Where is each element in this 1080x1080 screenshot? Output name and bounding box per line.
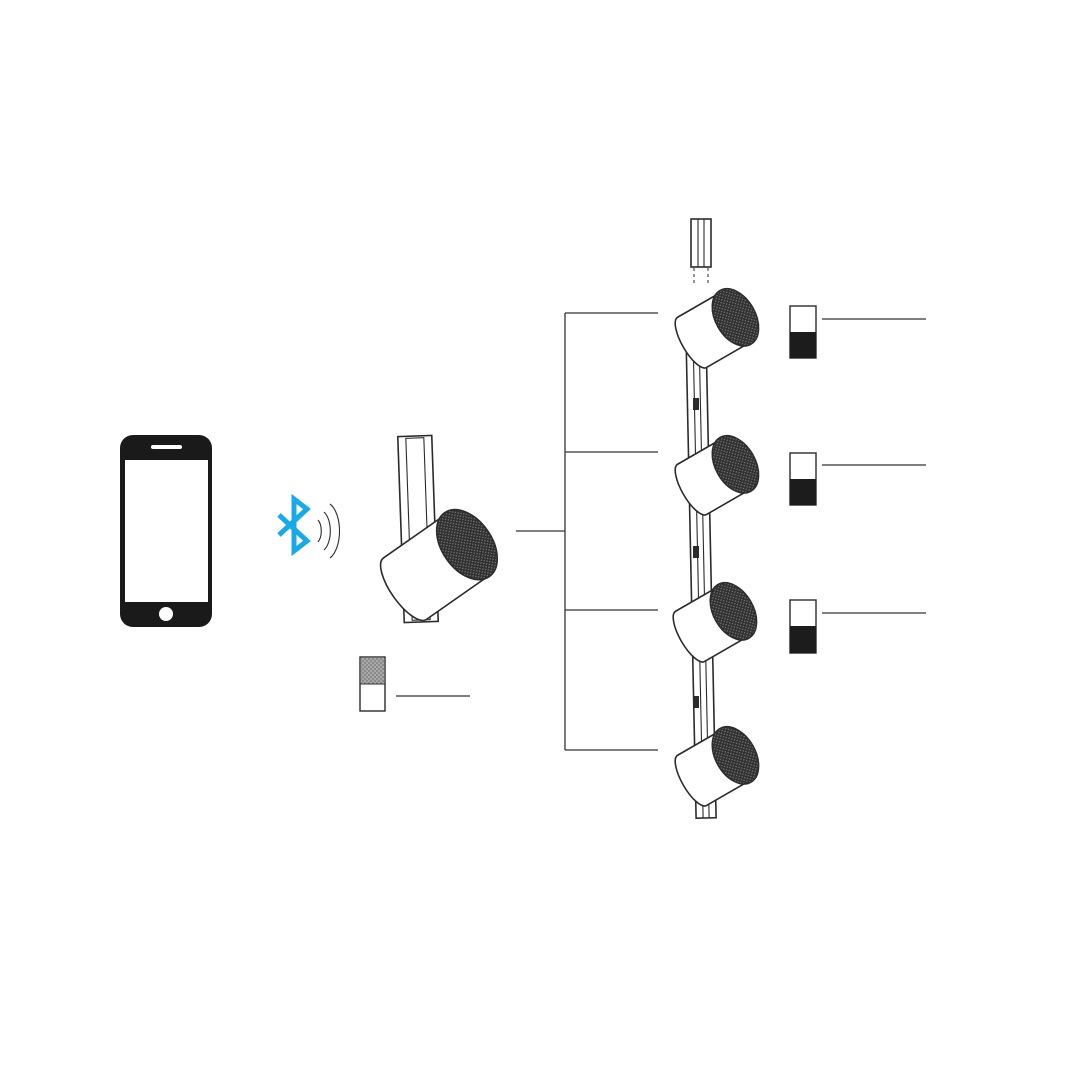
slave-speaker-2 — [674, 435, 760, 516]
speaker-icon — [379, 508, 499, 622]
bluetooth-icon — [277, 493, 311, 557]
signal-waves-icon — [317, 503, 341, 559]
speaker-icon — [674, 726, 760, 807]
slave-mode-switch-2 — [789, 452, 817, 506]
speaker-icon — [672, 582, 758, 663]
speaker-icon — [674, 435, 760, 516]
connection-tree — [516, 312, 658, 751]
slave-speaker-4 — [674, 726, 760, 807]
slave-mode-switch-3 — [789, 599, 817, 654]
slave-speaker-1 — [674, 288, 760, 369]
speaker-icon — [674, 288, 760, 369]
smartphone-icon — [120, 435, 212, 627]
slave-speaker-3 — [672, 582, 758, 663]
master-mode-switch — [359, 656, 386, 712]
master-speaker — [379, 434, 499, 624]
slave-mode-switch-1 — [789, 305, 817, 359]
